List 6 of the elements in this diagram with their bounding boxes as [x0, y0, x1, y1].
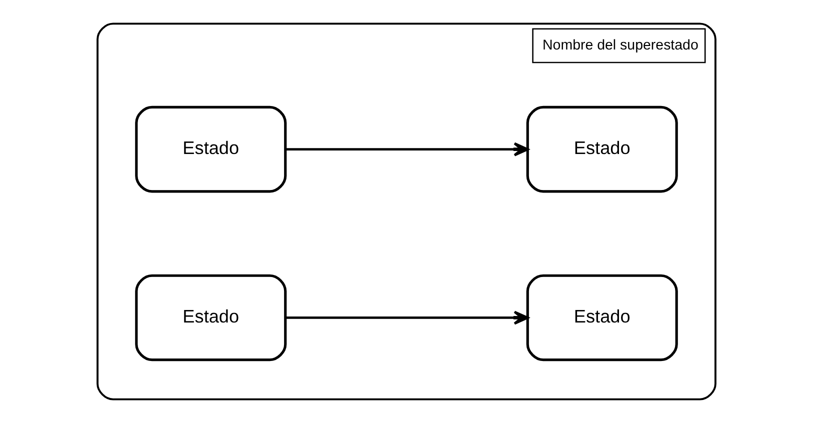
node-box: Estado [526, 106, 678, 193]
node-box: Estado [135, 106, 287, 193]
arrow [286, 142, 529, 156]
node-box: Estado [135, 274, 287, 362]
node-box: Estado [526, 274, 678, 362]
arrow [286, 310, 529, 325]
